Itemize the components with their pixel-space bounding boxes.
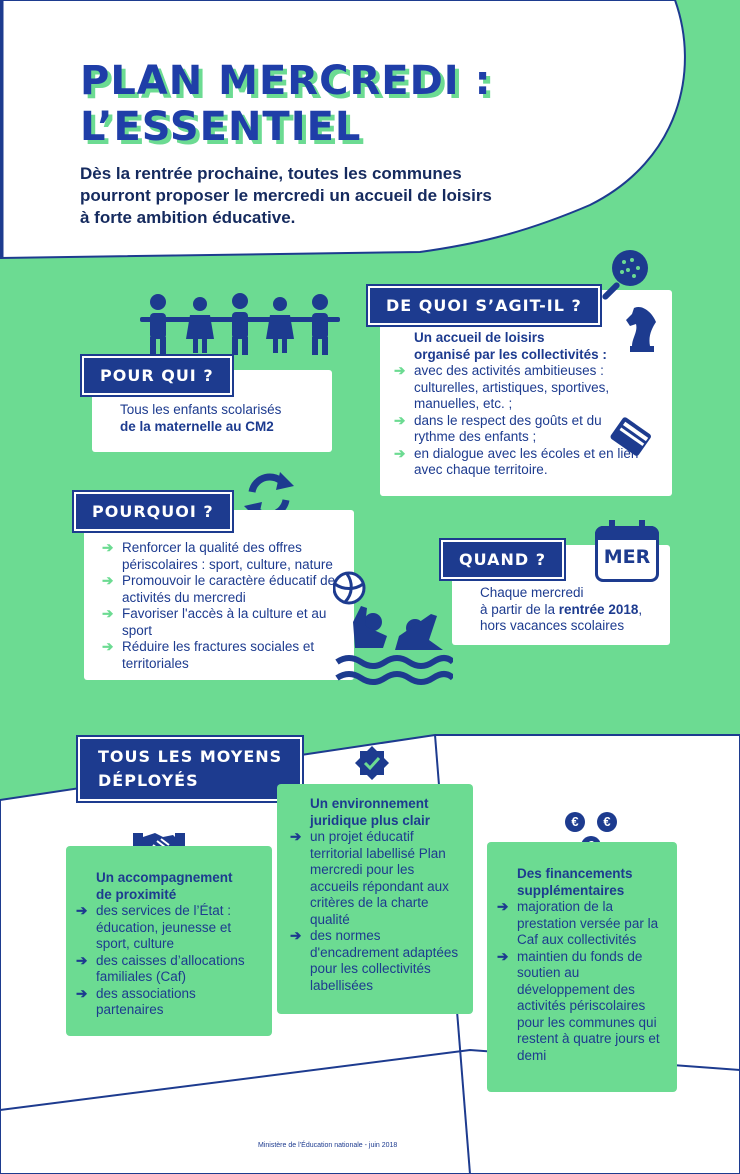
moyens-tag: TOUS LES MOYENS DÉPLOYÉS — [78, 737, 303, 801]
title-line-1: PLAN MERCREDI : — [80, 58, 492, 104]
calendar-day: MER — [603, 546, 651, 568]
environnement-lead-2: juridique plus clair — [310, 812, 431, 828]
quand-line-1: Chaque mercredi — [480, 585, 584, 600]
arrow-icon: ➔ — [394, 412, 406, 428]
quand-line-2: à partir de la rentrée 2018, — [480, 601, 643, 617]
moyens-tag-line-1: TOUS LES MOYENS — [98, 747, 283, 766]
pour-qui-text: Tous les enfants scolarisés de la matern… — [120, 402, 320, 435]
arrow-icon: ➔ — [497, 948, 509, 964]
list-item: ➔Promouvoir le caractère éducatif des ac… — [102, 573, 342, 605]
check-badge-icon — [355, 746, 389, 780]
financements-lead-1: Des financements — [517, 866, 633, 881]
environnement-card — [277, 784, 473, 1014]
list-item: ➔des normes d'encadrement adaptées pour … — [290, 928, 459, 993]
footer-credit: Ministère de l’Éducation nationale - jui… — [258, 1142, 398, 1149]
euro-coin: € — [597, 812, 617, 832]
pour-qui-tag: POUR QUI ? — [82, 356, 232, 395]
arrow-icon: ➔ — [76, 985, 88, 1001]
de-quoi-tag: DE QUOI S’AGIT-IL ? — [368, 286, 600, 325]
moyens-tag-line-2: DÉPLOYÉS — [98, 771, 199, 790]
list-item: ➔des caisses d’allocations familiales (C… — [76, 952, 245, 985]
arrow-icon: ➔ — [76, 952, 88, 968]
pourquoi-text: ➔Renforcer la qualité des offres périsco… — [102, 540, 342, 672]
list-item: ➔un projet éducatif territorial labellis… — [290, 829, 449, 927]
financements-card — [487, 842, 677, 1092]
list-item: ➔maintien du fonds de soutien au dévelop… — [497, 948, 660, 1063]
list-item: ➔majoration de la prestation versée par … — [497, 899, 659, 947]
list-item: ➔dans le respect des goûts et du rythme … — [394, 412, 602, 445]
accompagnement-lead-2: de proximité — [96, 886, 177, 902]
list-item: ➔Favoriser l'accès à la culture et au sp… — [102, 606, 327, 638]
environnement-lead-1: Un environnement — [310, 796, 429, 811]
list-item: ➔avec des activités ambitieuses : cultur… — [394, 363, 610, 411]
arrow-icon: ➔ — [76, 903, 88, 918]
accompagnement-text: Un accompagnement de proximité ➔des serv… — [76, 870, 256, 1019]
list-item: ➔Renforcer la qualité des offres périsco… — [102, 540, 333, 572]
children-icon — [140, 293, 340, 355]
intro-text: Dès la rentrée prochaine, toutes les com… — [80, 164, 492, 227]
accompagnement-lead-1: Un accompagnement — [96, 870, 233, 885]
swimmers-icon — [333, 571, 453, 685]
pourquoi-card — [84, 510, 354, 680]
arrow-icon: ➔ — [394, 445, 406, 461]
page-title: PLAN MERCREDI : L’ESSENTIEL — [80, 58, 492, 150]
accompagnement-card — [66, 846, 272, 1036]
arrow-icon: ➔ — [394, 363, 406, 378]
pourquoi-tag: POURQUOI ? — [74, 492, 232, 531]
quand-text: Chaque mercredi à partir de la rentrée 2… — [480, 585, 660, 635]
beach-ball-icon — [333, 571, 366, 605]
quand-line-3: hors vacances scolaires — [480, 618, 625, 633]
title-line-2: L’ESSENTIEL — [80, 104, 362, 150]
padel-racket-icon — [602, 250, 648, 300]
environnement-text: Un environnement juridique plus clair ➔u… — [290, 796, 460, 994]
arrow-icon: ➔ — [497, 899, 509, 914]
arrow-icon: ➔ — [290, 829, 302, 844]
pour-qui-line-1: Tous les enfants scolarisés — [120, 402, 282, 417]
de-quoi-text: Un accueil de loisirs organisé par les c… — [394, 330, 644, 479]
arrow-icon: ➔ — [290, 928, 302, 943]
arrow-icon: ➔ — [102, 573, 114, 588]
calendar-icon: MER — [595, 520, 659, 582]
quand-tag: QUAND ? — [441, 540, 565, 579]
chess-knight-icon — [626, 306, 656, 352]
de-quoi-lead-1: Un accueil de loisirs — [414, 330, 545, 345]
pour-qui-line-2: de la maternelle au CM2 — [120, 418, 274, 434]
list-item: ➔Réduire les fractures sociales et terri… — [102, 639, 315, 671]
financements-lead-2: supplémentaires — [517, 882, 625, 898]
financements-text: Des financements supplémentaires ➔majora… — [497, 866, 667, 1064]
de-quoi-lead-2: organisé par les collectivités : — [414, 346, 607, 362]
list-item: ➔des associations partenaires — [76, 985, 196, 1018]
list-item: ➔des services de l’État : éducation, jeu… — [76, 903, 232, 951]
euro-coin: € — [565, 812, 585, 832]
arrow-icon: ➔ — [102, 540, 114, 555]
arrow-icon: ➔ — [102, 606, 114, 621]
arrow-icon: ➔ — [102, 639, 114, 654]
book-icon — [610, 417, 651, 456]
list-item: ➔en dialogue avec les écoles et en lien … — [394, 445, 639, 478]
